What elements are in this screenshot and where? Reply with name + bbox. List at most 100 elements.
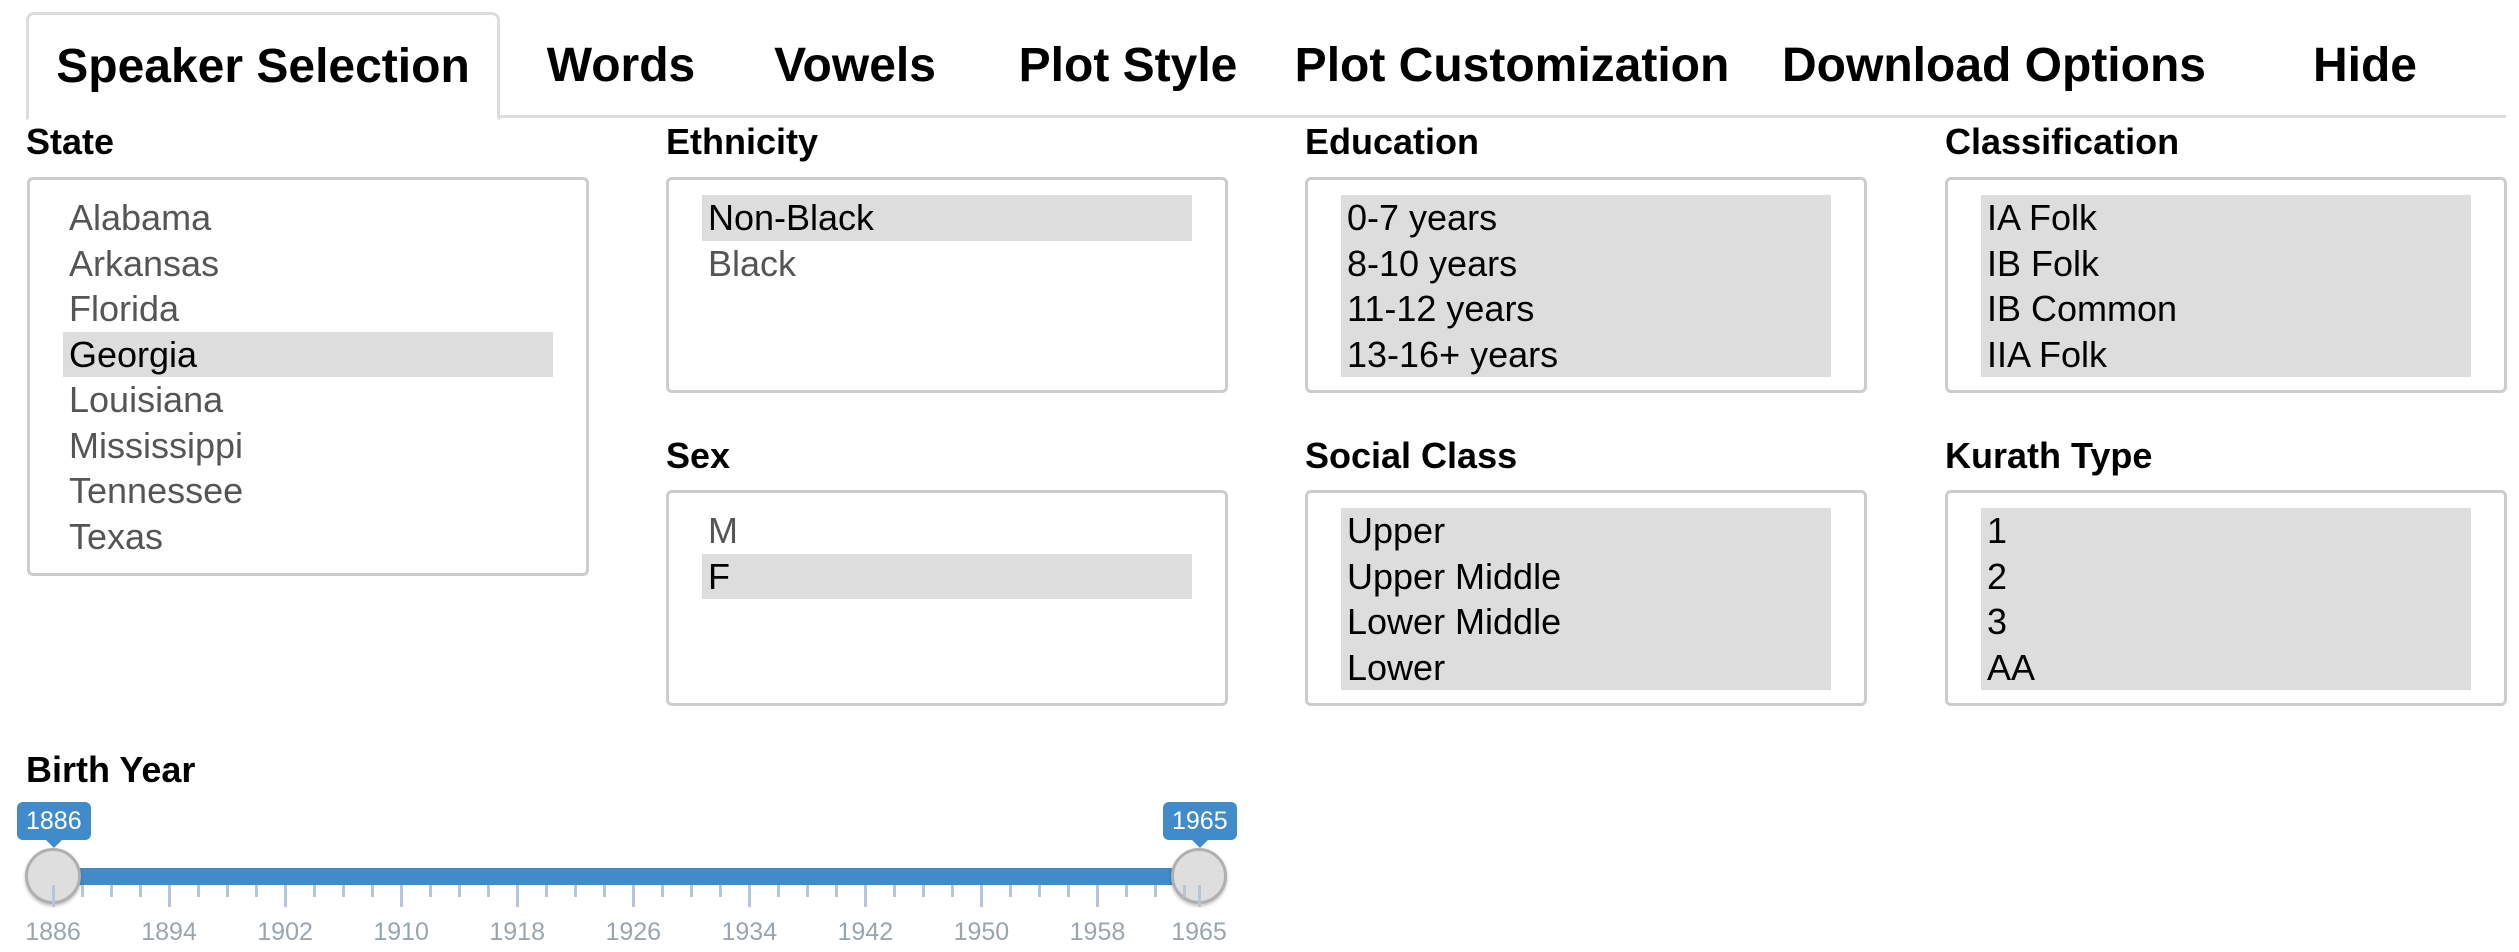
option-state[interactable]: Texas bbox=[69, 515, 164, 557]
option-state[interactable]: Tennessee bbox=[69, 470, 244, 511]
minor-tick bbox=[777, 885, 781, 897]
option-social-class[interactable]: Upper Middle bbox=[1341, 553, 1831, 599]
tab-plot-style[interactable]: Plot Style bbox=[1018, 38, 1238, 92]
minor-tick bbox=[1067, 885, 1071, 897]
minor-tick bbox=[81, 885, 84, 897]
option-state[interactable]: Louisiana bbox=[69, 379, 224, 420]
minor-tick bbox=[1154, 885, 1158, 897]
major-tick bbox=[748, 885, 752, 907]
tick-label: 1926 bbox=[605, 918, 662, 946]
minor-tick bbox=[110, 885, 114, 897]
option-kurath-type[interactable]: AA bbox=[1981, 644, 2471, 690]
option-state[interactable]: Mississippi bbox=[69, 424, 244, 466]
option-ethnicity[interactable]: Black bbox=[708, 242, 797, 284]
minor-tick bbox=[371, 885, 375, 897]
option-sex[interactable]: M bbox=[708, 510, 738, 551]
slider-track[interactable] bbox=[53, 868, 1199, 885]
option-classification[interactable]: IB Folk bbox=[1981, 240, 2471, 286]
major-tick bbox=[284, 885, 288, 907]
major-tick bbox=[168, 885, 172, 907]
tick-label: 1942 bbox=[837, 918, 894, 946]
major-tick bbox=[1198, 885, 1201, 907]
tab-download-options[interactable]: Download Options bbox=[1782, 38, 2206, 92]
minor-tick bbox=[574, 885, 578, 897]
minor-tick bbox=[545, 885, 549, 897]
tick-label: 1886 bbox=[25, 918, 81, 946]
tab-speaker-selection[interactable]: Speaker Selection bbox=[26, 12, 500, 121]
option-classification[interactable]: IIA Folk bbox=[1981, 331, 2471, 377]
minor-tick bbox=[661, 885, 665, 897]
option-state[interactable]: Arkansas bbox=[69, 242, 220, 284]
state-label: State bbox=[26, 121, 115, 162]
minor-tick bbox=[835, 885, 839, 897]
tick-label: 1910 bbox=[373, 918, 429, 946]
classification-label: Classification bbox=[1945, 121, 2180, 162]
slider-from-value: 1886 bbox=[17, 802, 91, 848]
minor-tick bbox=[255, 885, 259, 897]
tick-label: 1894 bbox=[141, 918, 197, 946]
minor-tick bbox=[313, 885, 317, 897]
option-social-class[interactable]: Lower bbox=[1341, 644, 1831, 690]
minor-tick bbox=[719, 885, 723, 897]
option-ethnicity[interactable]: Non-Black bbox=[702, 195, 1192, 241]
option-state[interactable]: Alabama bbox=[69, 197, 212, 238]
option-education[interactable]: 13-16+ years bbox=[1341, 331, 1831, 377]
minor-tick bbox=[893, 885, 897, 897]
minor-tick bbox=[139, 885, 143, 897]
major-tick bbox=[980, 885, 984, 907]
option-kurath-type[interactable]: 3 bbox=[1981, 599, 2471, 645]
tick-label: 1950 bbox=[953, 918, 1010, 946]
slider-to-value: 1965 bbox=[1163, 802, 1237, 848]
minor-tick bbox=[197, 885, 201, 897]
minor-tick bbox=[226, 885, 230, 897]
minor-tick bbox=[1038, 885, 1042, 897]
option-kurath-type[interactable]: 1 bbox=[1981, 508, 2471, 554]
tab-plot-customization[interactable]: Plot Customization bbox=[1294, 38, 1730, 92]
option-classification[interactable]: IB Common bbox=[1981, 286, 2471, 332]
option-social-class[interactable]: Lower Middle bbox=[1341, 599, 1831, 645]
tab-words[interactable]: Words bbox=[546, 38, 696, 92]
option-social-class[interactable]: Upper bbox=[1341, 508, 1831, 554]
minor-tick bbox=[487, 885, 491, 897]
tick-label: 1902 bbox=[257, 918, 313, 946]
minor-tick bbox=[951, 885, 955, 897]
tick-label: 1965 bbox=[1171, 918, 1227, 946]
major-tick bbox=[864, 885, 868, 907]
major-tick bbox=[516, 885, 520, 907]
option-education[interactable]: 0-7 years bbox=[1341, 195, 1831, 241]
minor-tick bbox=[690, 885, 694, 897]
tab-vowels[interactable]: Vowels bbox=[774, 38, 936, 92]
option-classification[interactable]: IA Folk bbox=[1981, 195, 2471, 241]
minor-tick bbox=[603, 885, 607, 897]
tab-bar: Speaker Selection Words Vowels Plot Styl… bbox=[26, 0, 2506, 121]
major-tick bbox=[52, 885, 55, 907]
education-label: Education bbox=[1305, 121, 1480, 162]
social-class-label: Social Class bbox=[1305, 435, 1518, 476]
option-state[interactable]: Georgia bbox=[63, 331, 553, 377]
minor-tick bbox=[1183, 885, 1187, 897]
tick-label: 1934 bbox=[721, 918, 778, 946]
minor-tick bbox=[429, 885, 433, 897]
option-education[interactable]: 11-12 years bbox=[1341, 286, 1831, 332]
option-state[interactable]: Florida bbox=[69, 288, 180, 329]
sex-label: Sex bbox=[666, 435, 731, 476]
minor-tick bbox=[458, 885, 462, 897]
option-kurath-type[interactable]: 2 bbox=[1981, 553, 2471, 599]
option-sex[interactable]: F bbox=[702, 553, 1192, 599]
tick-label: 1918 bbox=[489, 918, 545, 946]
minor-tick bbox=[806, 885, 810, 897]
ethnicity-label: Ethnicity bbox=[666, 121, 819, 162]
tab-hide[interactable]: Hide bbox=[2312, 38, 2417, 92]
option-education[interactable]: 8-10 years bbox=[1341, 240, 1831, 286]
major-tick bbox=[1096, 885, 1100, 907]
minor-tick bbox=[922, 885, 926, 897]
kurath-type-label: Kurath Type bbox=[1945, 435, 2153, 476]
minor-tick bbox=[1009, 885, 1013, 897]
